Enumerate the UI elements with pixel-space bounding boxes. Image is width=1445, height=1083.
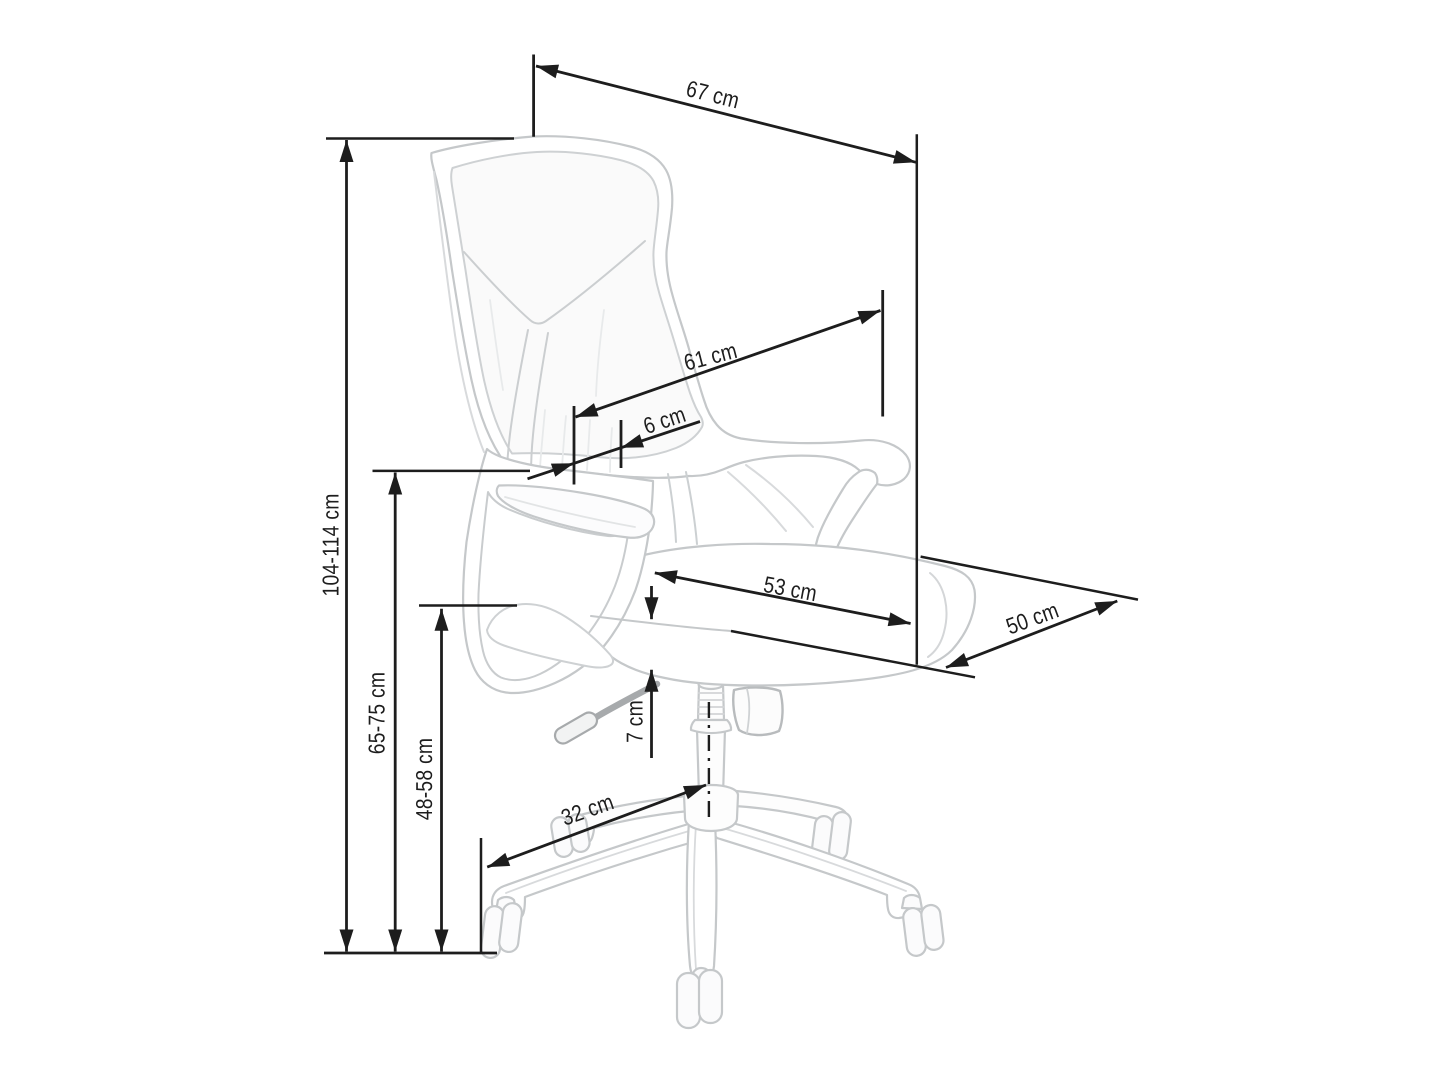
chair-caster-front-center [675, 966, 724, 1030]
back-support-line [685, 471, 698, 545]
chair-back-support [667, 471, 698, 545]
ext-50-upper [920, 555, 1139, 601]
dim-label-65-75cm: 65-75 cm [363, 672, 389, 755]
mesh-pleat [609, 427, 613, 473]
chair-seat-right-seam [927, 572, 948, 658]
dim-label-104-114cm: 104-114 cm [317, 493, 343, 596]
chair-base [479, 677, 945, 1030]
chair-adjustment-lever [553, 680, 661, 745]
chair-leg-front-center [685, 818, 718, 984]
chair-seat-through-hole [486, 603, 615, 669]
chair-leg-front-right [712, 818, 922, 920]
chair-tension-knob-pouch [732, 686, 784, 737]
dim-arrowhead-6-left [550, 463, 574, 477]
mesh-pleat [586, 419, 591, 471]
dimension-annotations [324, 54, 1139, 955]
lever-handle [553, 711, 599, 745]
cylinder-ribs [697, 692, 725, 715]
dim-arrow-61 [575, 309, 881, 419]
caster-wheel [920, 903, 945, 951]
chair-left-armrest-pad-seam [504, 496, 636, 528]
chair-gas-cylinder-upper [689, 677, 733, 735]
mesh-pleat [539, 409, 546, 469]
y-seam-line [530, 332, 549, 477]
dim-label-7cm: 7 cm [622, 700, 648, 743]
caster-mount [900, 893, 924, 911]
chair-pouch-fold [746, 688, 751, 734]
cylinder-collar [689, 718, 733, 735]
chair-base-hub [682, 783, 740, 833]
back-support-line [667, 473, 677, 543]
caster-wheel [498, 902, 523, 954]
chair-right-armrest [813, 468, 879, 560]
chair-left-armrest-pad [495, 484, 656, 539]
ext-underseat [730, 629, 976, 679]
dim-arrow-53 [654, 570, 911, 627]
caster-wheel [697, 968, 724, 1025]
y-seam-branch [463, 240, 646, 325]
dim-arrow-50 [945, 599, 1118, 669]
dim-label-67cm: 67 cm [684, 75, 743, 113]
caster-wheel [675, 971, 702, 1030]
dim-arrow-32 [486, 783, 707, 869]
mesh-pleat [489, 299, 504, 391]
seat-corner-seam [727, 471, 787, 532]
chair-caster-front-left [479, 895, 523, 960]
seat-corner-seam [745, 464, 814, 528]
dim-arrow-67 [535, 64, 917, 164]
chair-seat-corner-seams [727, 464, 814, 532]
dim-arrowhead-6-right [621, 434, 645, 448]
chair-caster-front-right [900, 893, 945, 957]
chair-leg-front-right-ridge [718, 826, 907, 892]
dim-label-48-58cm: 48-58 cm [411, 738, 437, 821]
chair-back-frame-edge [433, 171, 485, 453]
